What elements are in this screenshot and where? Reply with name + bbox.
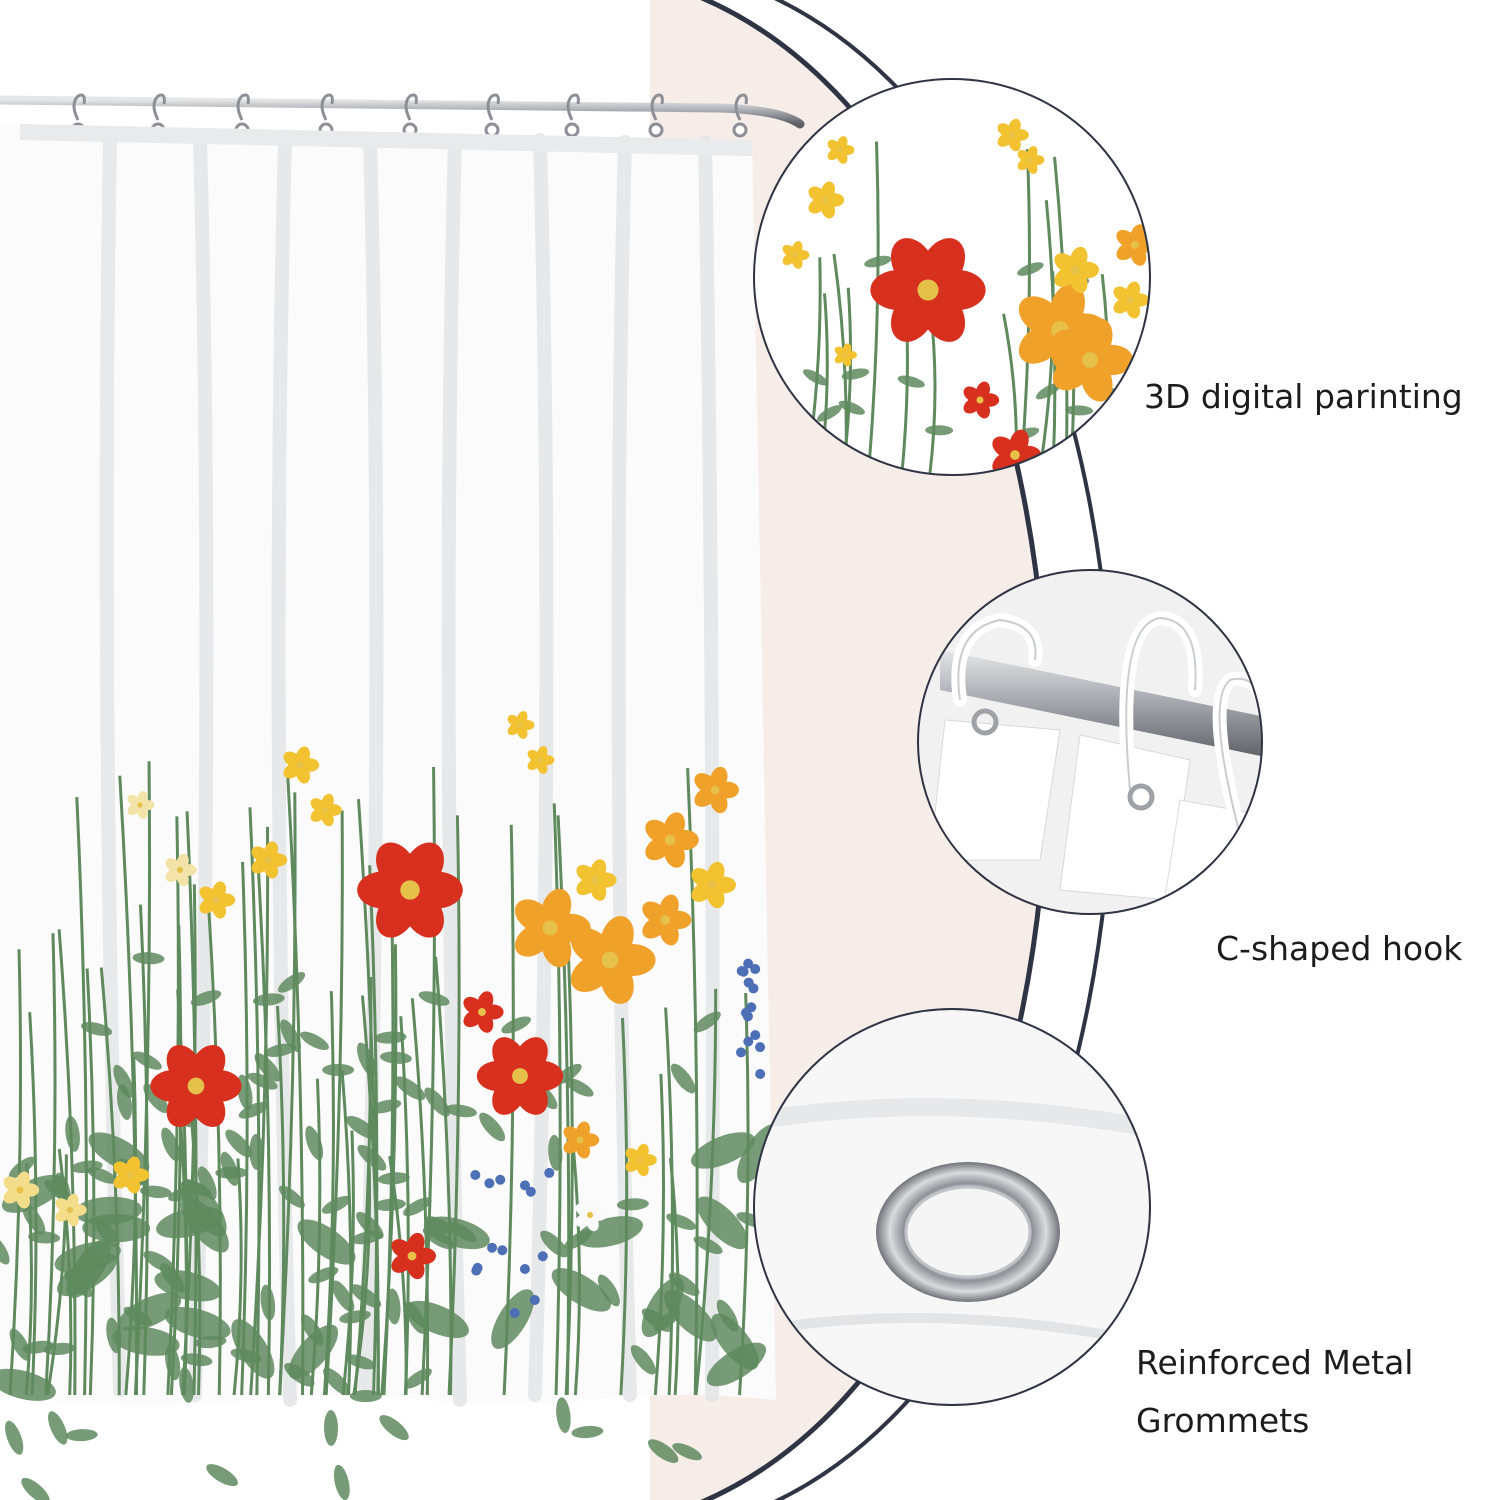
- shower-curtain: [0, 124, 781, 1500]
- feature-label-grommets: Reinforced Metal Grommets: [1136, 1343, 1414, 1440]
- floral-print-closeup-icon: [753, 78, 1151, 476]
- feature-label-c-hook: C-shaped hook: [1216, 929, 1463, 968]
- metal-grommet-closeup-icon: [753, 1008, 1151, 1406]
- c-hook-rail-closeup-icon: [917, 569, 1263, 915]
- wildflower-pattern: [0, 711, 781, 1500]
- feature-label-3d-printing: 3D digital parinting: [1144, 377, 1463, 416]
- curtain-rod: [0, 95, 805, 129]
